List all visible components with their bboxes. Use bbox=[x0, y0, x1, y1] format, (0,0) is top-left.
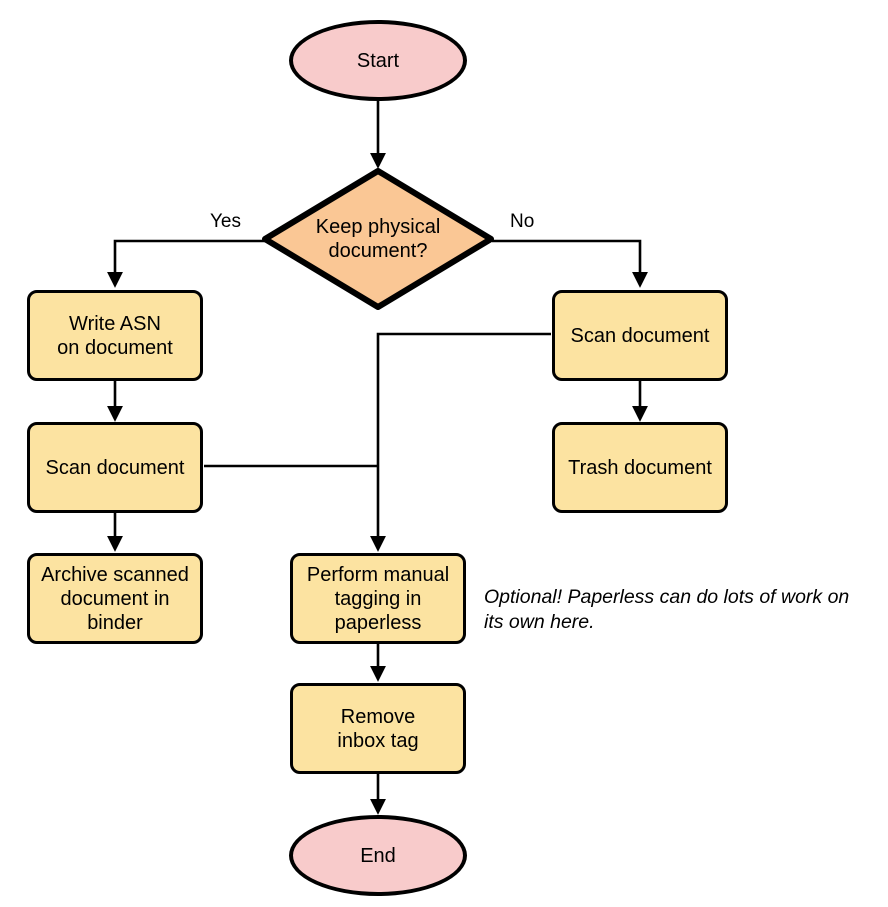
node-remove-inbox-label: Remove inbox tag bbox=[337, 705, 418, 753]
node-tagging-label-line3: paperless bbox=[334, 611, 422, 634]
node-write-asn-on-document[interactable]: Write ASN on document bbox=[27, 290, 203, 381]
node-start[interactable]: Start bbox=[289, 20, 467, 101]
node-decision-keep-physical-document[interactable]: Keep physical document? bbox=[262, 168, 494, 310]
annotation-optional-line1: Optional! Paperless can do lots of work … bbox=[484, 586, 850, 608]
edge-label-no: No bbox=[510, 211, 535, 232]
edge-scan-right-to-tagging bbox=[369, 332, 551, 552]
node-scan-document-right[interactable]: Scan document bbox=[552, 290, 728, 381]
edge-label-yes: Yes bbox=[210, 211, 241, 232]
node-decision-label-line2: document? bbox=[328, 240, 428, 262]
node-write-asn-label-line1: Write ASN bbox=[69, 312, 161, 335]
node-scan-document-right-label: Scan document bbox=[570, 324, 710, 347]
node-archive-label: Archive scanned document in binder bbox=[41, 563, 189, 635]
node-archive-label-line1: Archive scanned bbox=[41, 563, 189, 586]
edge-decision-yes-to-write-asn bbox=[106, 239, 265, 288]
node-decision-label-line1: Keep physical bbox=[315, 216, 441, 238]
annotation-optional-note: Optional! Paperless can do lots of work … bbox=[484, 585, 884, 635]
node-remove-inbox-tag[interactable]: Remove inbox tag bbox=[290, 683, 466, 774]
node-scan-document-left-label: Scan document bbox=[45, 456, 185, 479]
node-end[interactable]: End bbox=[289, 815, 467, 896]
diamond-shape bbox=[262, 168, 494, 310]
node-tagging-label: Perform manual tagging in paperless bbox=[307, 563, 449, 635]
node-write-asn-label: Write ASN on document bbox=[57, 312, 173, 360]
node-write-asn-label-line2: on document bbox=[57, 336, 173, 359]
node-archive-label-line3: binder bbox=[87, 611, 143, 634]
node-end-label: End bbox=[360, 844, 396, 867]
node-remove-inbox-label-line2: inbox tag bbox=[337, 729, 419, 752]
node-trash-document-label: Trash document bbox=[568, 456, 712, 479]
node-archive-scanned-document[interactable]: Archive scanned document in binder bbox=[27, 553, 203, 644]
node-decision-label: Keep physical document? bbox=[262, 215, 494, 263]
node-tagging-label-line2: tagging in bbox=[334, 587, 422, 610]
node-scan-document-left[interactable]: Scan document bbox=[27, 422, 203, 513]
node-remove-inbox-label-line1: Remove bbox=[340, 705, 416, 728]
edge-decision-no-to-scan-right bbox=[492, 239, 649, 288]
node-archive-label-line2: document in bbox=[60, 587, 170, 610]
node-trash-document[interactable]: Trash document bbox=[552, 422, 728, 513]
node-perform-manual-tagging[interactable]: Perform manual tagging in paperless bbox=[290, 553, 466, 644]
annotation-optional-line2: its own here. bbox=[484, 611, 595, 633]
node-start-label: Start bbox=[356, 49, 400, 72]
node-tagging-label-line1: Perform manual bbox=[306, 563, 450, 586]
